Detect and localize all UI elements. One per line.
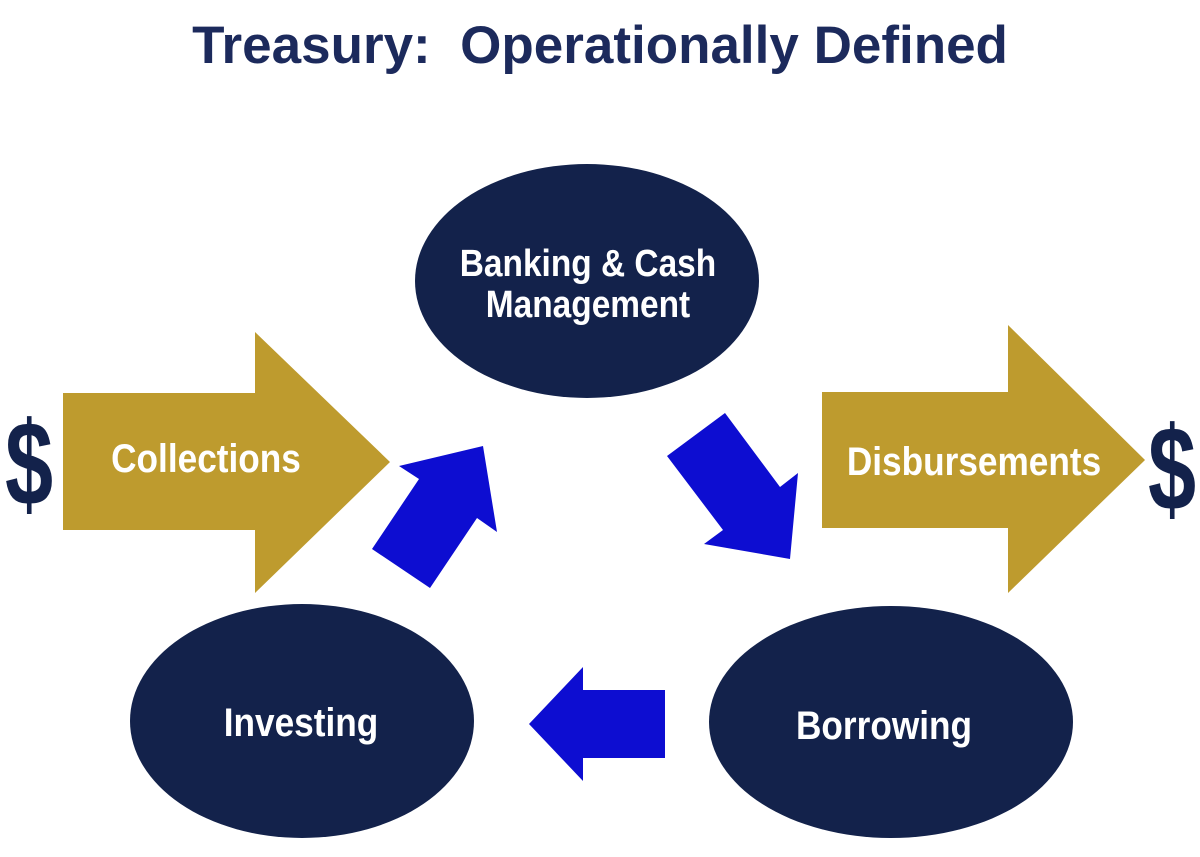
disbursements-label: Disbursements [846,440,1102,484]
disbursements-arrow-shape [822,325,1145,593]
borrowing-label: Borrowing [796,704,972,748]
dollar-sign-right: $ [1147,402,1197,536]
investing-label: Investing [223,701,379,745]
banking-label: Banking & Cash Management [460,244,716,326]
cycle-arrow-down-right-icon [667,413,798,559]
banking-label-line2: Management [485,284,691,326]
borrowing-ellipse [709,606,1073,838]
banking-label-line1: Banking & Cash [459,243,717,285]
investing-ellipse [130,604,474,838]
banking-ellipse [415,164,759,398]
page-title: Treasury: Operationally Defined [192,16,1008,75]
dollar-sign-left: $ [4,397,54,531]
collections-label: Collections [111,437,301,481]
cycle-arrow-up-right-icon [372,446,497,588]
collections-arrow-shape [63,332,390,593]
cycle-arrow-left-icon [529,667,665,781]
